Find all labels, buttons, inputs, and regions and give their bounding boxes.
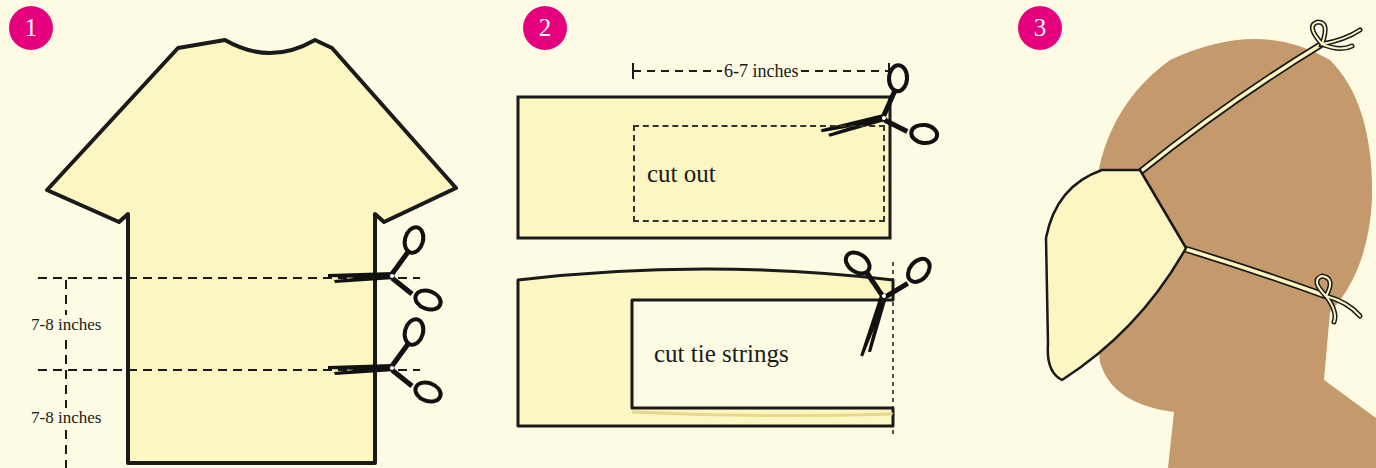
dimension-label: 7-8 inches — [29, 408, 103, 428]
face-mask — [1046, 170, 1186, 380]
step-number: 2 — [539, 14, 552, 42]
mask-strap — [1140, 44, 1322, 172]
scissors-icon — [814, 230, 936, 368]
cut-out-region: cut out — [633, 125, 885, 222]
dimension-line — [65, 280, 67, 468]
step-number: 3 — [1034, 14, 1047, 42]
mask-strap — [1140, 44, 1322, 172]
step-number: 1 — [25, 14, 38, 42]
scissors-icon — [811, 58, 942, 168]
scissors-icon — [328, 225, 443, 313]
mask-tie — [1317, 276, 1360, 322]
dimension-label: 7-8 inches — [29, 315, 103, 335]
mask-strap — [1182, 248, 1326, 296]
mask-tie — [1312, 22, 1360, 49]
tie-string — [632, 412, 893, 416]
tie-strings-region: cut tie strings — [632, 300, 893, 408]
step-number-circle: 2 — [523, 6, 567, 50]
step-number-circle: 1 — [9, 6, 53, 50]
step-number-circle: 3 — [1018, 6, 1062, 50]
fabric-strip — [518, 269, 893, 426]
dimension-tick — [632, 63, 634, 79]
instruction-text: cut out — [647, 160, 716, 188]
t-shirt — [47, 40, 456, 463]
mask-strap — [1182, 248, 1326, 296]
mask-tie — [1312, 22, 1360, 49]
fabric-strip — [518, 97, 890, 238]
cut-line — [892, 262, 894, 438]
instruction-text: cut tie strings — [654, 340, 789, 368]
scissors-icon — [328, 317, 443, 405]
dimension-label: 6-7 inches — [722, 61, 800, 82]
mask-tie — [1317, 276, 1360, 322]
